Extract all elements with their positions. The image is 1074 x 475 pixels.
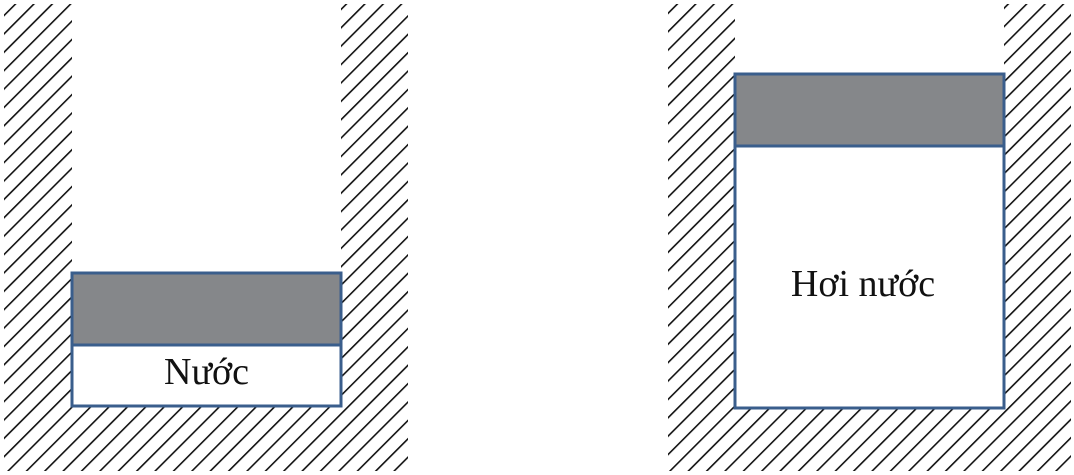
left-cylinder: Nước [4, 4, 408, 471]
left-piston [70, 271, 343, 347]
right-piston [733, 72, 1006, 148]
right-vapor-chamber [733, 144, 1006, 410]
vapor-label: Hơi nước [791, 263, 935, 305]
water-label: Nước [164, 351, 249, 393]
right-cylinder-walls [668, 4, 1071, 471]
right-cylinder: Hơi nước [668, 4, 1071, 471]
left-cylinder-walls [4, 4, 408, 471]
left-water-chamber [70, 343, 343, 408]
